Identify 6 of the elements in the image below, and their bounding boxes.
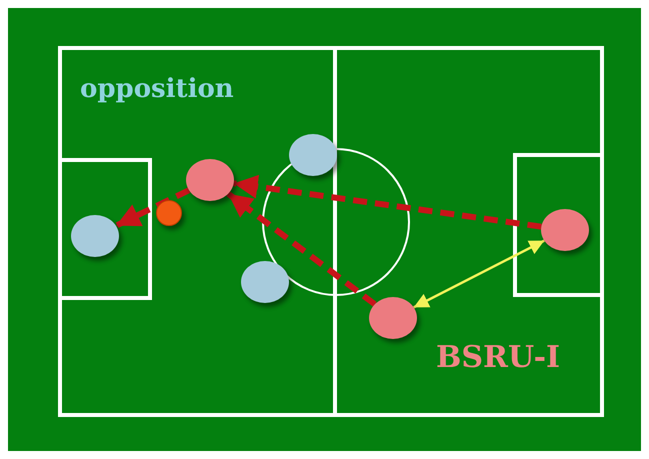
pass-arrow <box>114 188 190 228</box>
pass-arrow <box>233 174 542 230</box>
team-label: opposition <box>80 74 234 104</box>
pass-arrow <box>226 191 377 307</box>
team-label: BSRU-I <box>436 340 560 375</box>
arrow <box>413 239 545 309</box>
